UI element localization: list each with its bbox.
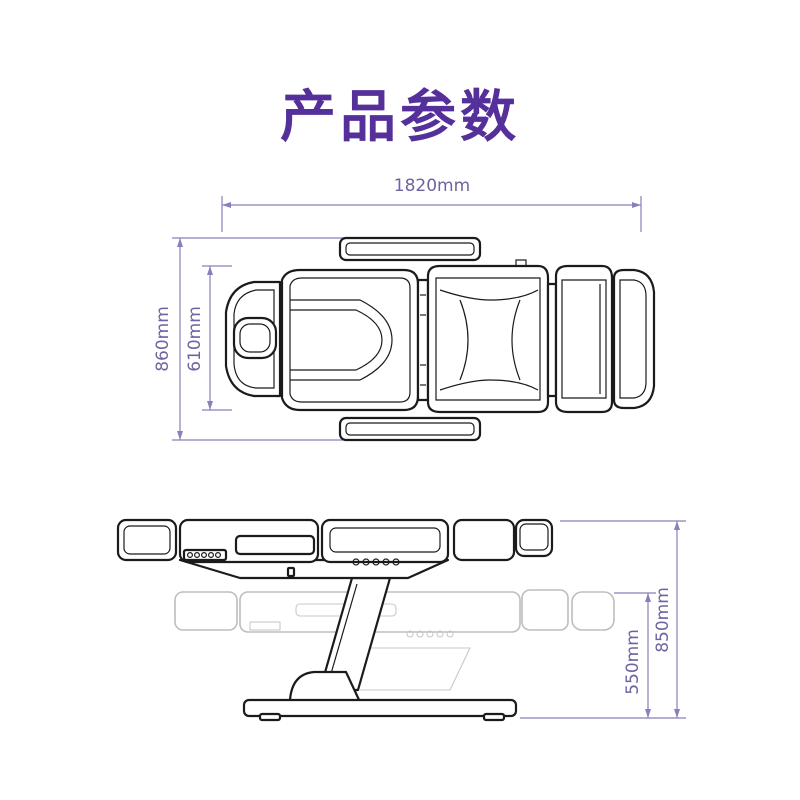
height-min-dimension: 550mm (614, 592, 656, 718)
width-total-label: 860mm (153, 306, 173, 372)
head-section-side (116, 518, 178, 562)
width-inner-dimension: 610mm (185, 265, 232, 411)
foot-rest (612, 268, 656, 410)
face-hole (232, 316, 278, 360)
height-max-dimension: 850mm (520, 520, 686, 719)
width-total-dimension: 860mm (153, 237, 346, 441)
column-foot (288, 670, 362, 704)
leg-section-side (452, 518, 516, 562)
side-view (116, 518, 615, 722)
leg-rest (554, 264, 614, 414)
length-dimension: 1820mm (221, 176, 642, 232)
seat-leg-joint (546, 282, 558, 398)
armrest-top (338, 236, 482, 262)
height-min-label: 550mm (623, 629, 643, 695)
length-label: 1820mm (394, 176, 470, 196)
base-plate (242, 698, 518, 718)
armrest-bottom (338, 416, 482, 442)
backrest (280, 268, 420, 412)
foot-section-side (514, 518, 554, 558)
seat (426, 264, 550, 414)
back-seat-joint (416, 278, 430, 402)
height-max-label: 850mm (653, 587, 673, 653)
lowered-position-ghost (174, 589, 615, 691)
control-panel-left (182, 548, 228, 562)
width-inner-label: 610mm (185, 306, 205, 372)
control-panel-right (352, 558, 400, 566)
page-title: 产品参数 (280, 85, 520, 150)
top-view: 1820mm 860mm 610mm (153, 176, 656, 442)
seat-section-side (320, 518, 450, 564)
